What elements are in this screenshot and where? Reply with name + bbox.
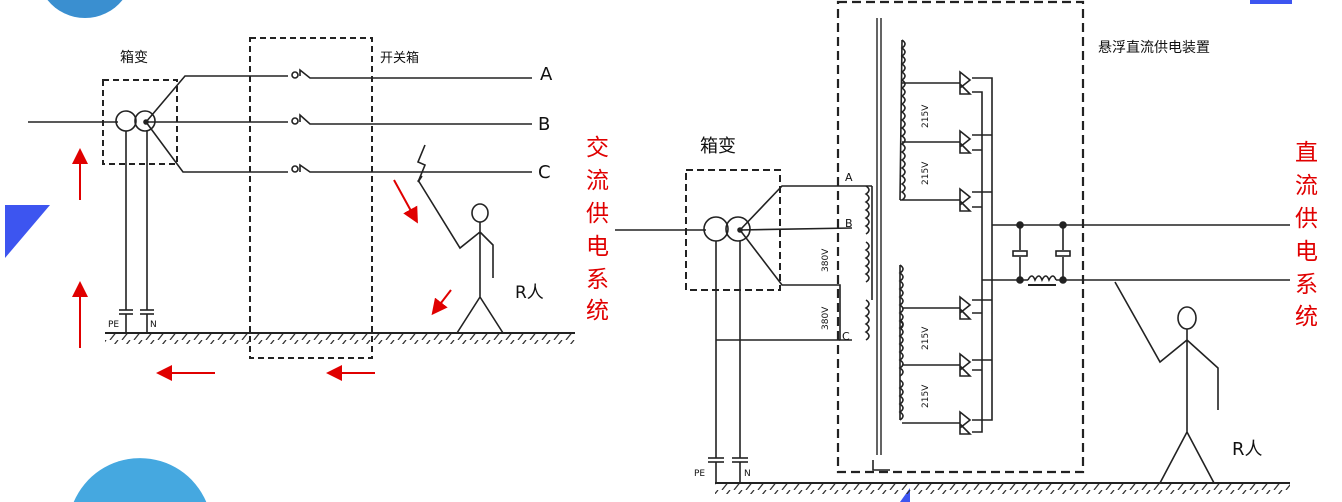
person-figure-right [1114, 281, 1219, 484]
left-ac-diagram [28, 37, 575, 359]
pe-label: PE [108, 320, 119, 330]
svg-text:流: 流 [586, 168, 609, 194]
svg-text:电: 电 [586, 234, 609, 260]
primary-voltage-label: 380V [821, 306, 831, 330]
secondary-voltage-label: 215V [921, 104, 931, 128]
svg-text:系: 系 [1295, 272, 1318, 298]
floating-dc-device-outline [836, 0, 1085, 474]
blue-circle-decoration [73, 458, 207, 502]
svg-text:统: 统 [586, 298, 609, 324]
capacitor-icon [1012, 225, 1028, 280]
lightning-fault-icon [416, 144, 427, 183]
inductor-icon [1027, 275, 1057, 282]
blue-bar-decoration [1250, 0, 1292, 4]
svg-text:供: 供 [586, 201, 609, 227]
right-dc-diagram [615, 0, 1290, 494]
current-arrows-left [72, 148, 452, 381]
pe-label: PE [694, 469, 705, 479]
person-figure-left [417, 179, 504, 334]
capacitor-icon [1055, 225, 1071, 280]
switch-box-outline [249, 37, 373, 359]
box-transformer-label-right: 箱变 [700, 136, 736, 157]
phase-b-label: B [845, 217, 853, 230]
svg-text:供: 供 [1295, 206, 1318, 232]
phase-c-label: C [842, 330, 850, 343]
phase-a-label: A [540, 64, 553, 85]
phase-b-label: B [538, 114, 550, 135]
ac-system-label: 交 流 供 电 系 统 [586, 135, 609, 324]
dc-system-label: 直 流 供 电 系 统 [1295, 140, 1318, 330]
blue-triangle-decoration [5, 205, 50, 258]
transformer-icon [115, 110, 137, 132]
svg-text:直: 直 [1295, 140, 1318, 166]
svg-text:交: 交 [586, 135, 609, 161]
transformer-icon [703, 216, 729, 242]
svg-text:统: 统 [1295, 304, 1318, 330]
svg-text:流: 流 [1295, 173, 1318, 199]
svg-text:系: 系 [586, 267, 609, 293]
secondary-voltage-label: 215V [921, 384, 931, 408]
primary-voltage-label: 380V [821, 248, 831, 272]
box-transformer-label-left: 箱变 [120, 50, 148, 66]
svg-text:电: 电 [1295, 239, 1318, 265]
n-label: N [150, 320, 157, 330]
switch-box-label: 开关箱 [380, 50, 419, 66]
phase-c-label: C [538, 162, 551, 183]
diode-bridge [959, 70, 993, 435]
blue-circle-decoration [47, 0, 123, 19]
person-resistance-label: R人 [1232, 439, 1263, 460]
phase-a-label: A [845, 171, 853, 184]
person-resistance-label: R人 [515, 283, 544, 303]
secondary-voltage-label: 215V [921, 326, 931, 350]
n-label: N [744, 469, 751, 479]
floating-dc-device-label: 悬浮直流供电装置 [1098, 39, 1210, 56]
secondary-voltage-label: 215V [921, 161, 931, 185]
